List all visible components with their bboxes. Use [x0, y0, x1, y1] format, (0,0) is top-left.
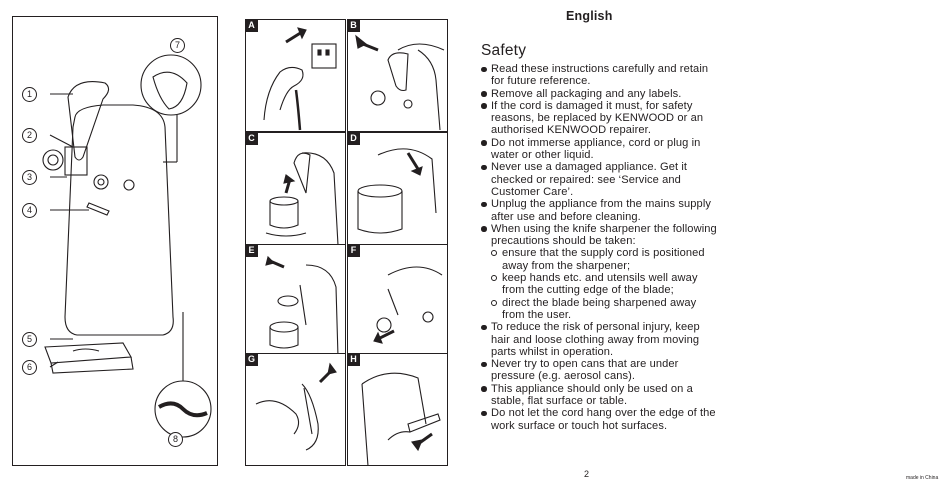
callout-7: 7: [170, 38, 185, 53]
safety-item: This appliance should only be used on a …: [481, 383, 721, 408]
can-position-illustration: [265, 152, 339, 246]
callout-8: 8: [168, 432, 183, 447]
panel-c-label: C: [245, 132, 258, 145]
callout-1: 1: [22, 87, 37, 102]
panel-a-label: A: [245, 19, 258, 32]
panel-d-label: D: [347, 132, 360, 145]
press-lever-illustration: [357, 148, 437, 234]
panel-c: C: [245, 132, 346, 246]
safety-item-with-sublist: When using the knife sharpener the follo…: [481, 223, 721, 321]
panel-h-label: H: [347, 353, 360, 366]
panel-h: H: [347, 353, 448, 467]
can-opener-illustration: [42, 54, 212, 438]
cleaning-illustration: [373, 266, 443, 344]
panel-b-label: B: [347, 19, 360, 32]
panel-g-label: G: [245, 353, 258, 366]
safety-list: Read these instructions carefully and re…: [481, 63, 721, 432]
blade-removal-illustration: [255, 362, 337, 451]
callout-4: 4: [22, 203, 37, 218]
knife-sharpener-illustration: [361, 372, 441, 467]
lever-lift-illustration: [355, 34, 445, 131]
safety-item: Never try to open cans that are under pr…: [481, 358, 721, 383]
safety-item: Do not immerse appliance, cord or plug i…: [481, 137, 721, 162]
panel-b: B: [347, 19, 448, 132]
panel-d: D: [347, 132, 448, 245]
callout-6: 6: [22, 360, 37, 375]
page-number: 2: [584, 469, 590, 479]
main-product-figure: 1 2 3 4 5 6 7 8: [12, 16, 218, 466]
safety-item: Do not let the cord hang over the edge o…: [481, 407, 721, 432]
precaution-item: keep hands etc. and utensils well away f…: [491, 272, 721, 297]
safety-item: To reduce the risk of personal injury, k…: [481, 321, 721, 358]
callout-5: 5: [22, 332, 37, 347]
safety-item: Unplug the appliance from the mains supp…: [481, 198, 721, 223]
section-title: Safety: [481, 42, 527, 59]
safety-item: Remove all packaging and any labels.: [481, 88, 721, 100]
callout-3: 3: [22, 170, 37, 185]
panel-g: G: [245, 353, 346, 466]
panel-e: E: [245, 244, 346, 358]
precaution-item: direct the blade being sharpened away fr…: [491, 297, 721, 322]
panel-f-label: F: [347, 244, 360, 257]
safety-item: Read these instructions carefully and re…: [481, 63, 721, 88]
safety-item: If the cord is damaged it must, for safe…: [481, 100, 721, 137]
precaution-item: ensure that the supply cord is positione…: [491, 247, 721, 272]
panel-a: A: [245, 19, 346, 132]
language-heading: English: [566, 9, 613, 23]
lid-removal-illustration: [265, 255, 339, 358]
plug-in-illustration: [263, 27, 337, 131]
panel-f: F: [347, 244, 448, 357]
safety-item: Never use a damaged appliance. Get it ch…: [481, 161, 721, 198]
safety-item-text: When using the knife sharpener the follo…: [491, 222, 717, 248]
callout-2: 2: [22, 128, 37, 143]
sharpener-precautions-list: ensure that the supply cord is positione…: [491, 247, 721, 321]
footer-note: made in China: [906, 475, 939, 481]
panel-e-label: E: [245, 244, 258, 257]
